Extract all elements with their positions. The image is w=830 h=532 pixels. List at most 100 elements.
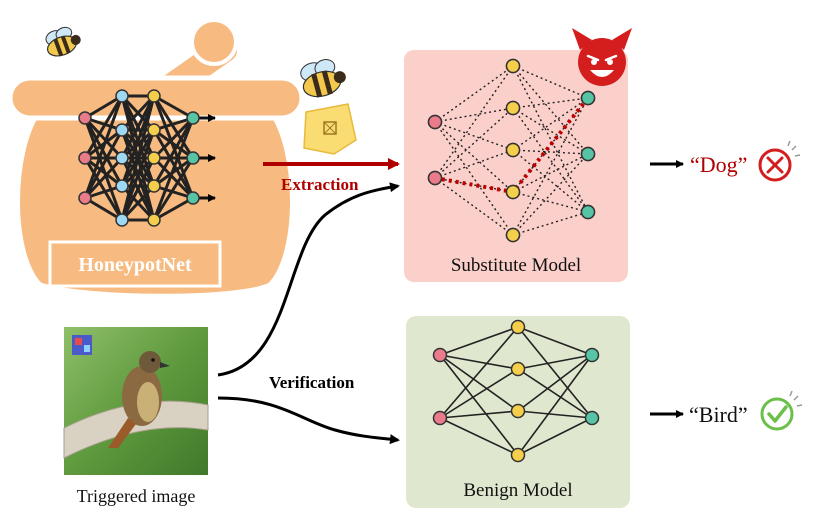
network-edge bbox=[434, 121, 514, 151]
network-edge bbox=[439, 326, 519, 419]
network-edge bbox=[434, 65, 514, 123]
flow-to-substitute bbox=[217, 182, 400, 377]
bee-carrying-honeycomb-icon bbox=[300, 59, 357, 155]
jar-neural-network bbox=[78, 89, 216, 227]
network-edge bbox=[152, 129, 195, 199]
network-node bbox=[147, 123, 161, 137]
network-node bbox=[432, 347, 448, 363]
network-edge bbox=[517, 326, 593, 419]
substitute-prediction: “Dog” bbox=[690, 152, 747, 177]
network-edge bbox=[517, 368, 593, 419]
network-edge bbox=[439, 417, 519, 456]
honeypot-label-box: HoneypotNet bbox=[48, 240, 222, 288]
honeypot-jar: HoneypotNet bbox=[7, 18, 305, 299]
network-node bbox=[115, 151, 129, 165]
network-edge bbox=[434, 177, 514, 193]
triggered-image-label: Triggered image bbox=[77, 486, 196, 506]
network-node bbox=[505, 58, 521, 74]
network-node bbox=[147, 179, 161, 193]
substitute-model-panel: Substitute Model bbox=[404, 50, 628, 282]
network-node bbox=[147, 151, 161, 165]
network-node bbox=[115, 179, 129, 193]
trigger-patch-icon bbox=[72, 335, 92, 355]
network-edge bbox=[83, 117, 124, 187]
network-edge bbox=[83, 157, 124, 221]
benign-neural-network bbox=[432, 319, 600, 463]
network-edge bbox=[120, 157, 156, 221]
extraction-label: Extraction bbox=[281, 175, 359, 194]
network-node bbox=[147, 89, 161, 103]
devil-face-icon bbox=[572, 28, 632, 86]
network-edge bbox=[434, 177, 514, 236]
network-edge bbox=[83, 95, 124, 159]
network-edge bbox=[120, 95, 156, 159]
check-circle-icon bbox=[760, 390, 803, 431]
network-edge bbox=[512, 153, 589, 193]
network-edge bbox=[512, 149, 589, 213]
network-edge bbox=[84, 156, 123, 188]
network-edge bbox=[153, 184, 194, 200]
network-edge bbox=[120, 129, 156, 221]
network-edge bbox=[83, 95, 124, 199]
network-edge bbox=[153, 94, 194, 120]
network-node bbox=[584, 410, 600, 426]
network-edge bbox=[84, 94, 123, 120]
x-circle-icon bbox=[758, 140, 801, 182]
network-edge bbox=[83, 116, 124, 160]
network-edge bbox=[517, 354, 593, 370]
network-edge bbox=[512, 65, 589, 99]
network-edge bbox=[152, 117, 195, 187]
network-edge bbox=[439, 354, 519, 370]
network-edge bbox=[439, 410, 519, 419]
network-edge bbox=[152, 157, 195, 221]
substitute-neural-network bbox=[427, 58, 596, 243]
network-edge bbox=[517, 410, 593, 419]
network-edge bbox=[517, 354, 593, 456]
network-edge bbox=[512, 211, 589, 236]
network-edge bbox=[512, 153, 589, 236]
network-node bbox=[510, 447, 526, 463]
network-node bbox=[115, 213, 129, 227]
network-edge bbox=[120, 94, 156, 132]
network-edge bbox=[512, 107, 589, 213]
network-edge bbox=[512, 97, 589, 236]
network-node bbox=[432, 410, 448, 426]
network-node bbox=[580, 204, 596, 220]
network-edge bbox=[120, 95, 156, 221]
network-node bbox=[505, 100, 521, 116]
network-edge bbox=[153, 116, 194, 132]
network-edge bbox=[83, 156, 124, 200]
substitute-model-label: Substitute Model bbox=[451, 255, 581, 276]
network-edge bbox=[512, 97, 589, 151]
network-node bbox=[78, 191, 92, 205]
verification-label: Verification bbox=[269, 373, 355, 392]
network-edge bbox=[517, 326, 593, 356]
network-node bbox=[427, 114, 443, 130]
network-node bbox=[78, 111, 92, 125]
network-edge bbox=[120, 184, 156, 222]
network-edge bbox=[152, 95, 195, 159]
extraction-arrow: Extraction bbox=[263, 158, 400, 194]
network-edge bbox=[439, 368, 519, 419]
network-edge bbox=[439, 354, 519, 412]
network-node bbox=[186, 111, 200, 125]
network-edge bbox=[517, 417, 593, 456]
network-node bbox=[186, 191, 200, 205]
network-edge bbox=[153, 196, 194, 222]
benign-model-label: Benign Model bbox=[463, 480, 572, 501]
network-node bbox=[78, 151, 92, 165]
network-edge bbox=[439, 354, 519, 456]
network-node bbox=[147, 213, 161, 227]
network-node bbox=[505, 227, 521, 243]
network-edge bbox=[512, 65, 589, 155]
network-node bbox=[186, 151, 200, 165]
bird-photo bbox=[108, 351, 170, 448]
network-edge bbox=[152, 117, 195, 221]
network-edge bbox=[439, 326, 519, 356]
network-edge bbox=[434, 107, 514, 123]
flow-to-benign bbox=[217, 396, 400, 445]
bee-icon bbox=[45, 26, 81, 57]
network-node bbox=[505, 142, 521, 158]
network-node bbox=[505, 184, 521, 200]
